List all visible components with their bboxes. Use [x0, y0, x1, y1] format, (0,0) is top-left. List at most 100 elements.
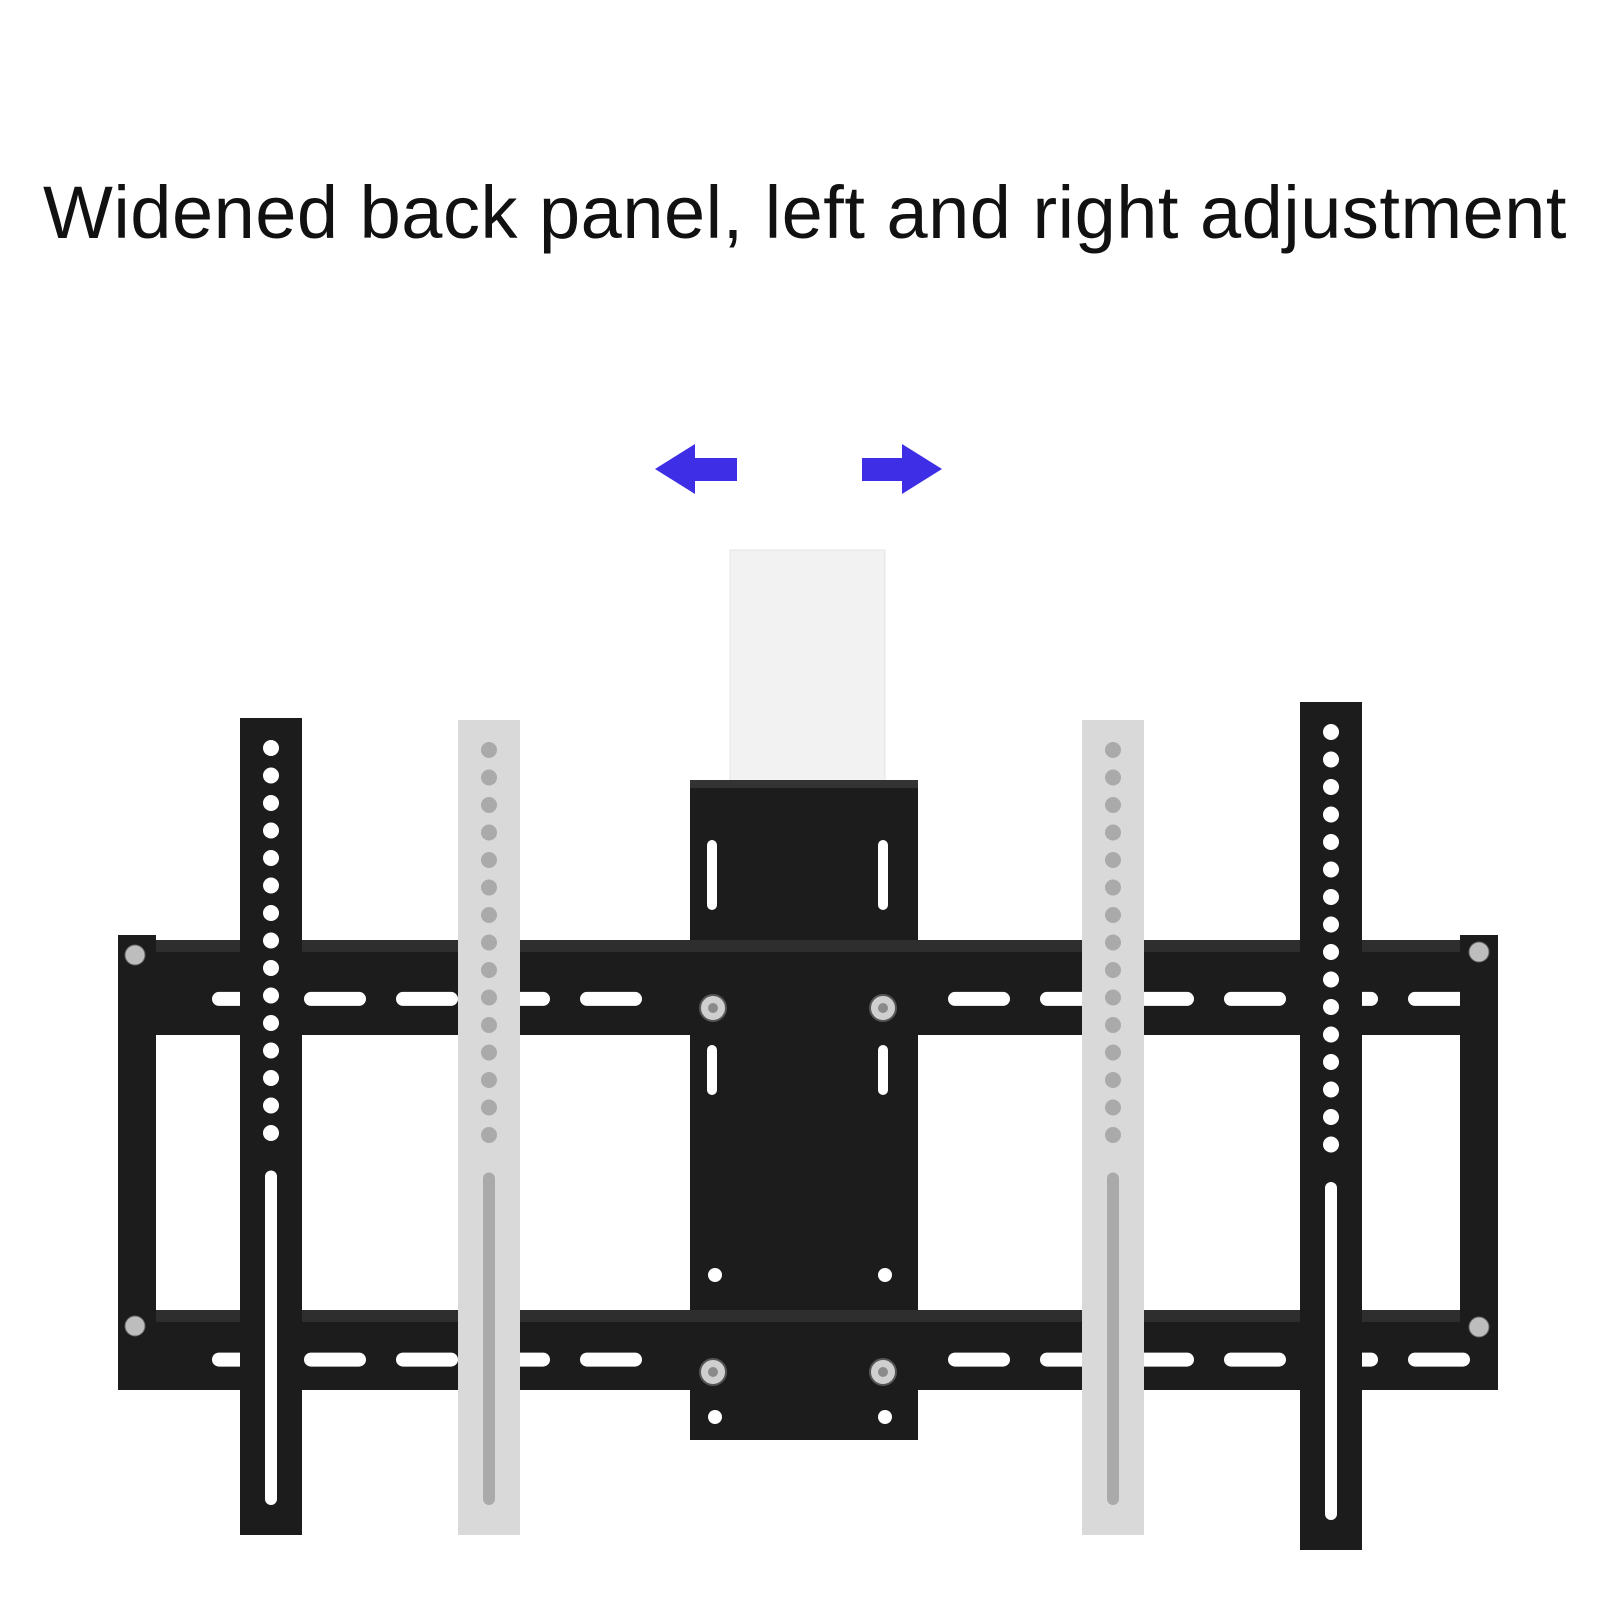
- frame-side-left: [118, 935, 156, 1345]
- bracket-hole: [481, 962, 497, 978]
- panel-hole: [878, 1410, 892, 1424]
- bracket-hole: [263, 905, 279, 921]
- right-arrow-icon: [862, 444, 942, 494]
- bracket-hole: [263, 1097, 279, 1114]
- frame-slot: [1408, 991, 1470, 1006]
- bracket-slot: [483, 1172, 495, 1505]
- frame-bar: [118, 1310, 1498, 1390]
- bracket-hole: [481, 824, 497, 841]
- frame-slot: [304, 991, 366, 1006]
- bracket-hole: [1105, 797, 1121, 813]
- bracket-hole: [1323, 751, 1339, 768]
- bracket-hole: [1323, 889, 1339, 905]
- vertical-bracket-left: [240, 718, 302, 1535]
- bracket-hole: [263, 795, 279, 811]
- panel-slot: [878, 1045, 888, 1095]
- bracket-hole: [481, 852, 497, 868]
- frame-slot: [1132, 1352, 1194, 1367]
- bracket-hole: [1323, 834, 1339, 850]
- bracket-hole: [1105, 879, 1121, 896]
- frame-bar-edge: [118, 940, 1498, 952]
- bracket-hole: [1105, 852, 1121, 868]
- frame-slot: [948, 1352, 1010, 1367]
- bracket-slot: [1325, 1182, 1337, 1520]
- bracket-hole: [1105, 1072, 1121, 1088]
- panel-top-edge: [690, 780, 918, 788]
- bracket-hole: [1105, 907, 1121, 923]
- bracket-hole: [481, 879, 497, 896]
- panel-hole: [878, 1268, 892, 1282]
- bracket-hole: [1105, 769, 1121, 786]
- bracket-hole: [1105, 742, 1121, 758]
- bracket-hole: [1105, 1127, 1121, 1143]
- frame-slot: [1408, 1352, 1470, 1367]
- bolt-center: [708, 1003, 718, 1013]
- frame-slot: [580, 991, 642, 1006]
- bracket-hole: [1323, 999, 1339, 1015]
- bracket-hole: [1105, 824, 1121, 841]
- bracket-hole: [263, 740, 279, 756]
- bracket-hole: [263, 877, 279, 894]
- bolt-center: [878, 1003, 888, 1013]
- screw: [1468, 1316, 1490, 1338]
- bracket-hole: [1105, 989, 1121, 1006]
- panel-hole: [708, 1410, 722, 1424]
- bracket-hole: [263, 1125, 279, 1141]
- bracket-hole: [481, 1127, 497, 1143]
- bracket-hole: [481, 907, 497, 923]
- bracket-hole: [1105, 1017, 1121, 1033]
- bracket-hole: [481, 742, 497, 758]
- vertical-bracket-right: [1300, 702, 1362, 1550]
- bracket-hole: [263, 822, 279, 839]
- screw: [124, 944, 146, 966]
- bracket-hole: [481, 1017, 497, 1033]
- frame-slot: [1132, 991, 1194, 1006]
- bracket-hole: [1323, 806, 1339, 823]
- bracket-hole: [481, 934, 497, 951]
- bracket-hole: [263, 1042, 279, 1059]
- panel-slot: [707, 840, 717, 910]
- bracket-hole: [263, 850, 279, 866]
- left-arrow-icon: [655, 444, 737, 494]
- bracket-hole: [481, 989, 497, 1006]
- ghost-bracket-right: [1082, 720, 1144, 1535]
- frame-slot: [580, 1352, 642, 1367]
- frame-bar: [118, 940, 1498, 1035]
- bracket-hole: [1323, 1081, 1339, 1098]
- bracket-hole: [263, 932, 279, 949]
- bracket-hole: [263, 987, 279, 1004]
- bracket-hole: [1323, 916, 1339, 933]
- bracket-hole: [1323, 724, 1339, 740]
- frame-slot: [1224, 991, 1286, 1006]
- bolt-center: [878, 1367, 888, 1377]
- frame-side-right: [1460, 935, 1498, 1345]
- bracket-hole: [1323, 1136, 1339, 1153]
- ghost-bracket-left: [458, 720, 520, 1535]
- screw: [1468, 941, 1490, 963]
- bracket-hole: [263, 767, 279, 784]
- panel-slot: [707, 1045, 717, 1095]
- bracket-hole: [481, 769, 497, 786]
- frame-slot: [948, 991, 1010, 1006]
- frame-slot: [1224, 1352, 1286, 1367]
- bracket-hole: [1323, 1026, 1339, 1043]
- panel-hole: [708, 1268, 722, 1282]
- horizontal-frame: [118, 935, 1498, 1390]
- bracket-hole: [1323, 1054, 1339, 1070]
- bolt-center: [708, 1367, 718, 1377]
- bracket-slot: [265, 1170, 277, 1505]
- caption-text: Widened back panel, left and right adjus…: [43, 171, 1567, 254]
- frame-slot: [396, 1352, 458, 1367]
- bracket-hole: [1323, 944, 1339, 960]
- bracket-hole: [1105, 934, 1121, 951]
- panel-slot: [878, 840, 888, 910]
- frame-bar-edge: [118, 1310, 1498, 1322]
- bracket-hole: [1105, 1044, 1121, 1061]
- bracket-hole: [481, 1099, 497, 1116]
- screw: [124, 1315, 146, 1337]
- bracket-hole: [263, 1015, 279, 1031]
- support-pole: [729, 549, 886, 791]
- bracket-hole: [1323, 971, 1339, 988]
